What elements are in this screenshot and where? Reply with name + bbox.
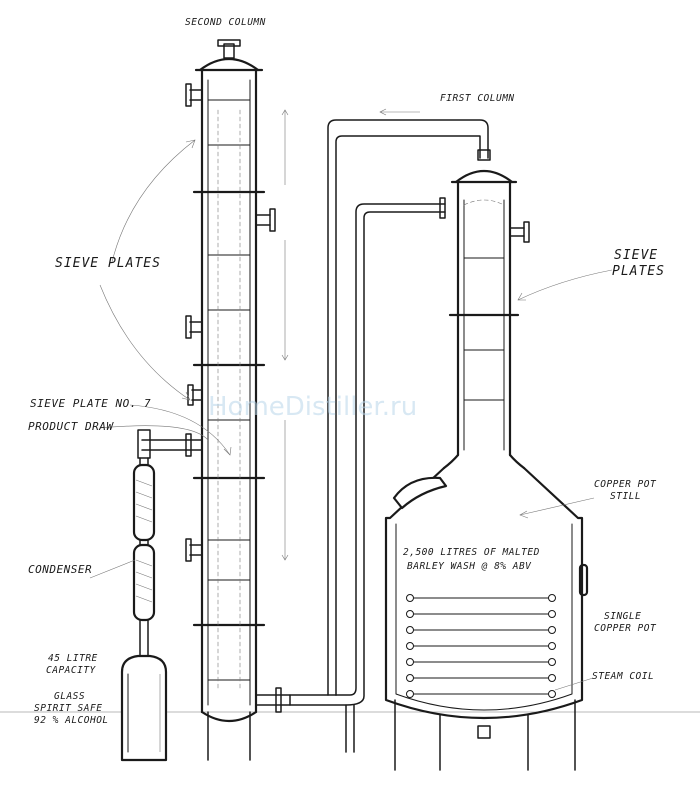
product-draw-pipe (137, 429, 203, 459)
label-condenser: Condenser (28, 563, 93, 576)
label-steam-coil: Steam Coil (592, 671, 655, 682)
label-safe-1: Glass (54, 691, 86, 702)
second-column (185, 39, 289, 761)
label-first-column: First Column (440, 93, 515, 104)
watermark: HomeDistiller.ru (208, 392, 418, 422)
label-sieve-plates-left: Sieve Plates (55, 256, 161, 271)
label-wash-2: Barley Wash @ 8% ABV (407, 561, 532, 572)
annotation-arrows (89, 139, 613, 691)
label-capacity-1: 45 Litre (48, 653, 98, 664)
label-sieve-plates-right-2: Plates (612, 264, 665, 279)
label-sieve-plates-right-1: Sieve (614, 248, 659, 263)
copper-pot-still (384, 466, 589, 771)
label-wash-1: 2,500 Litres of Malted (403, 547, 540, 558)
condenser (132, 457, 156, 681)
label-single-pot-1: Single (604, 611, 642, 622)
label-second-column: Second Column (185, 17, 266, 28)
label-single-pot-2: Copper Pot (594, 623, 657, 634)
label-pot-still-1: Copper Pot (594, 479, 657, 490)
first-column (442, 149, 530, 470)
label-capacity-2: Capacity (46, 665, 96, 676)
label-safe-2: Spirit Safe (34, 703, 103, 714)
label-sieve-plate-no7: Sieve Plate No. 7 (30, 397, 152, 410)
spirit-safe (120, 654, 168, 762)
label-product-draw: Product Draw (28, 420, 114, 433)
label-pot-still-2: Still (610, 491, 642, 502)
label-safe-3: 92 % Alcohol (34, 715, 109, 726)
reflux-line (255, 197, 446, 753)
vapour-line (327, 108, 489, 696)
steam-coil (406, 594, 556, 698)
